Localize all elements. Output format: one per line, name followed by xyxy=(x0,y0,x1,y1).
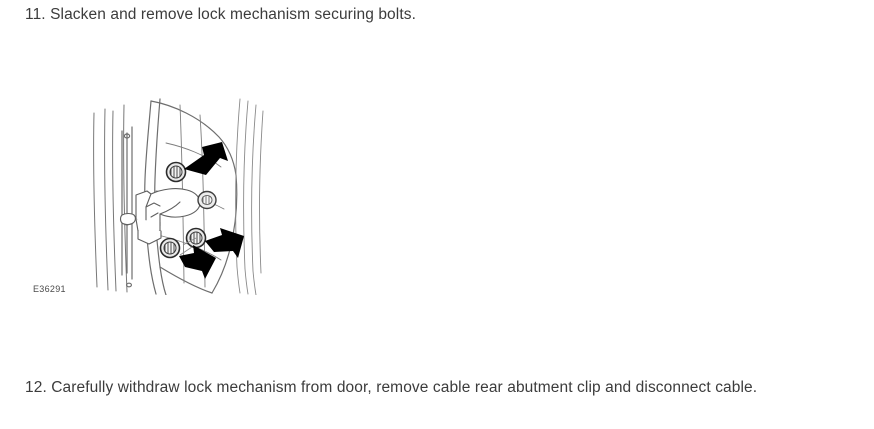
door-frame-edge xyxy=(121,126,133,288)
figure-lock-mechanism: E36291 xyxy=(0,95,290,310)
callout-arrow-upper xyxy=(184,142,228,175)
callout-arrow-lower-right xyxy=(205,228,244,258)
step-12-text: 12. Carefully withdraw lock mechanism fr… xyxy=(25,379,758,396)
door-shell-outline xyxy=(93,104,128,293)
bolt-leader-lines xyxy=(179,237,197,256)
securing-bolt-upper xyxy=(165,161,187,183)
figure-code-label: E36291 xyxy=(33,284,66,294)
callout-arrow-lower-left xyxy=(179,245,216,279)
securing-bolt-lower-left xyxy=(159,237,181,259)
lock-mechanism-illustration xyxy=(93,98,264,295)
bolt-hole-middle-right xyxy=(197,190,217,210)
lock-mechanism-body xyxy=(119,188,201,245)
step-11-text: 11. Slacken and remove lock mechanism se… xyxy=(25,6,416,23)
door-outer-skin-lines xyxy=(235,98,264,295)
